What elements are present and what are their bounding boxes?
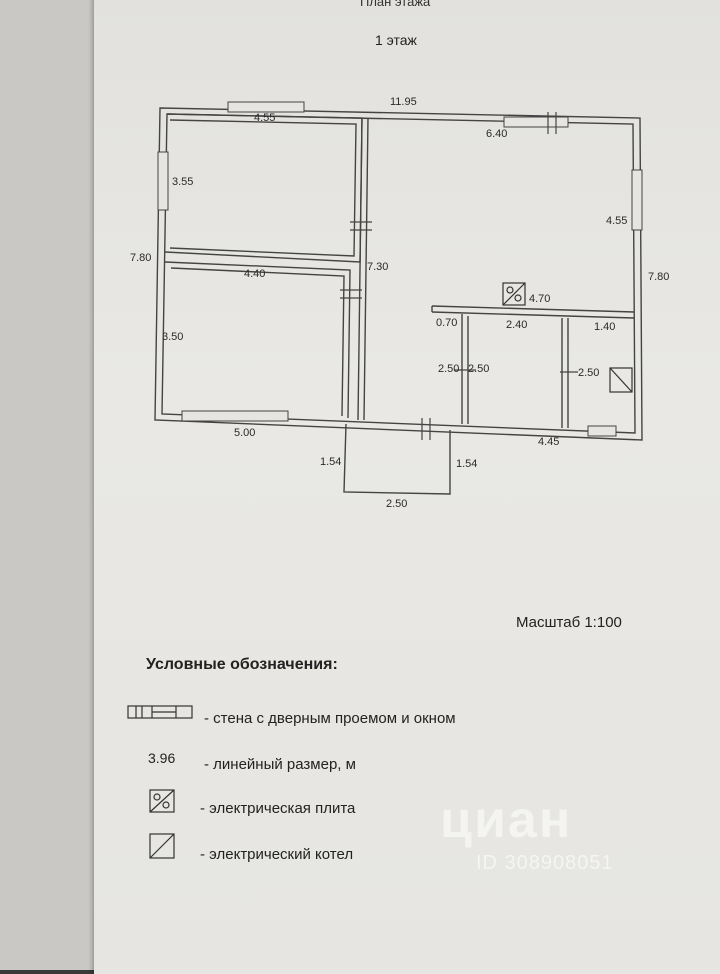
dim-bottom-right: 4.45 — [538, 436, 560, 448]
legend-boiler-icon — [149, 833, 175, 859]
dim-top-total: 11.95 — [390, 96, 417, 108]
dim-bottom-left: 5.00 — [234, 427, 256, 439]
dim-porch-left: 1.54 — [320, 456, 342, 468]
dim-room2-width: 4.40 — [244, 268, 266, 280]
dim-boiler-width: 1.40 — [594, 321, 616, 333]
dim-bath-width: 2.40 — [506, 319, 528, 331]
dim-left-total: 7.80 — [130, 252, 152, 264]
paper-sheet — [94, 0, 720, 974]
watermark-id: ID 308908051 — [476, 852, 614, 874]
dim-boiler-height: 2.50 — [578, 367, 600, 379]
legend-item-size: - линейный размер, м — [204, 756, 356, 773]
legend-wall-icon — [127, 705, 193, 719]
dim-room2-height: 3.50 — [162, 331, 184, 343]
dim-bath-height-left: 2.50 — [438, 363, 460, 375]
dim-porch-right: 1.54 — [456, 458, 478, 470]
page-title: План этажа — [360, 0, 431, 9]
watermark-brand: циан — [440, 791, 573, 849]
legend-title: Условные обозначения: — [146, 656, 338, 673]
legend-item-boiler: - электрический котел — [200, 846, 354, 863]
dim-porch-width: 2.50 — [386, 498, 408, 510]
dim-small-wall: 0.70 — [436, 317, 458, 329]
paper-edge — [0, 0, 112, 970]
stove-symbol — [502, 282, 526, 306]
dim-top-left-room: 4.55 — [254, 112, 276, 124]
floor-label: 1 этаж — [375, 32, 417, 48]
dim-kitchen-length: 4.70 — [529, 293, 551, 305]
dim-top-right-room: 6.40 — [486, 128, 508, 140]
legend-item-wall: - стена с дверным проемом и окном — [204, 710, 456, 727]
dim-room1-height: 3.55 — [172, 176, 194, 188]
boiler-symbol — [609, 367, 633, 393]
scale-label: Масштаб 1:100 — [516, 614, 622, 631]
dim-right-upper: 4.55 — [606, 215, 628, 227]
dim-right-total: 7.80 — [648, 271, 670, 283]
legend-size-sample: 3.96 — [148, 750, 176, 766]
legend-stove-icon — [149, 789, 175, 813]
dim-bath-height-right: 2.50 — [468, 363, 490, 375]
legend-item-stove: - электрическая плита — [200, 800, 356, 817]
dim-center-height: 7.30 — [367, 261, 389, 273]
